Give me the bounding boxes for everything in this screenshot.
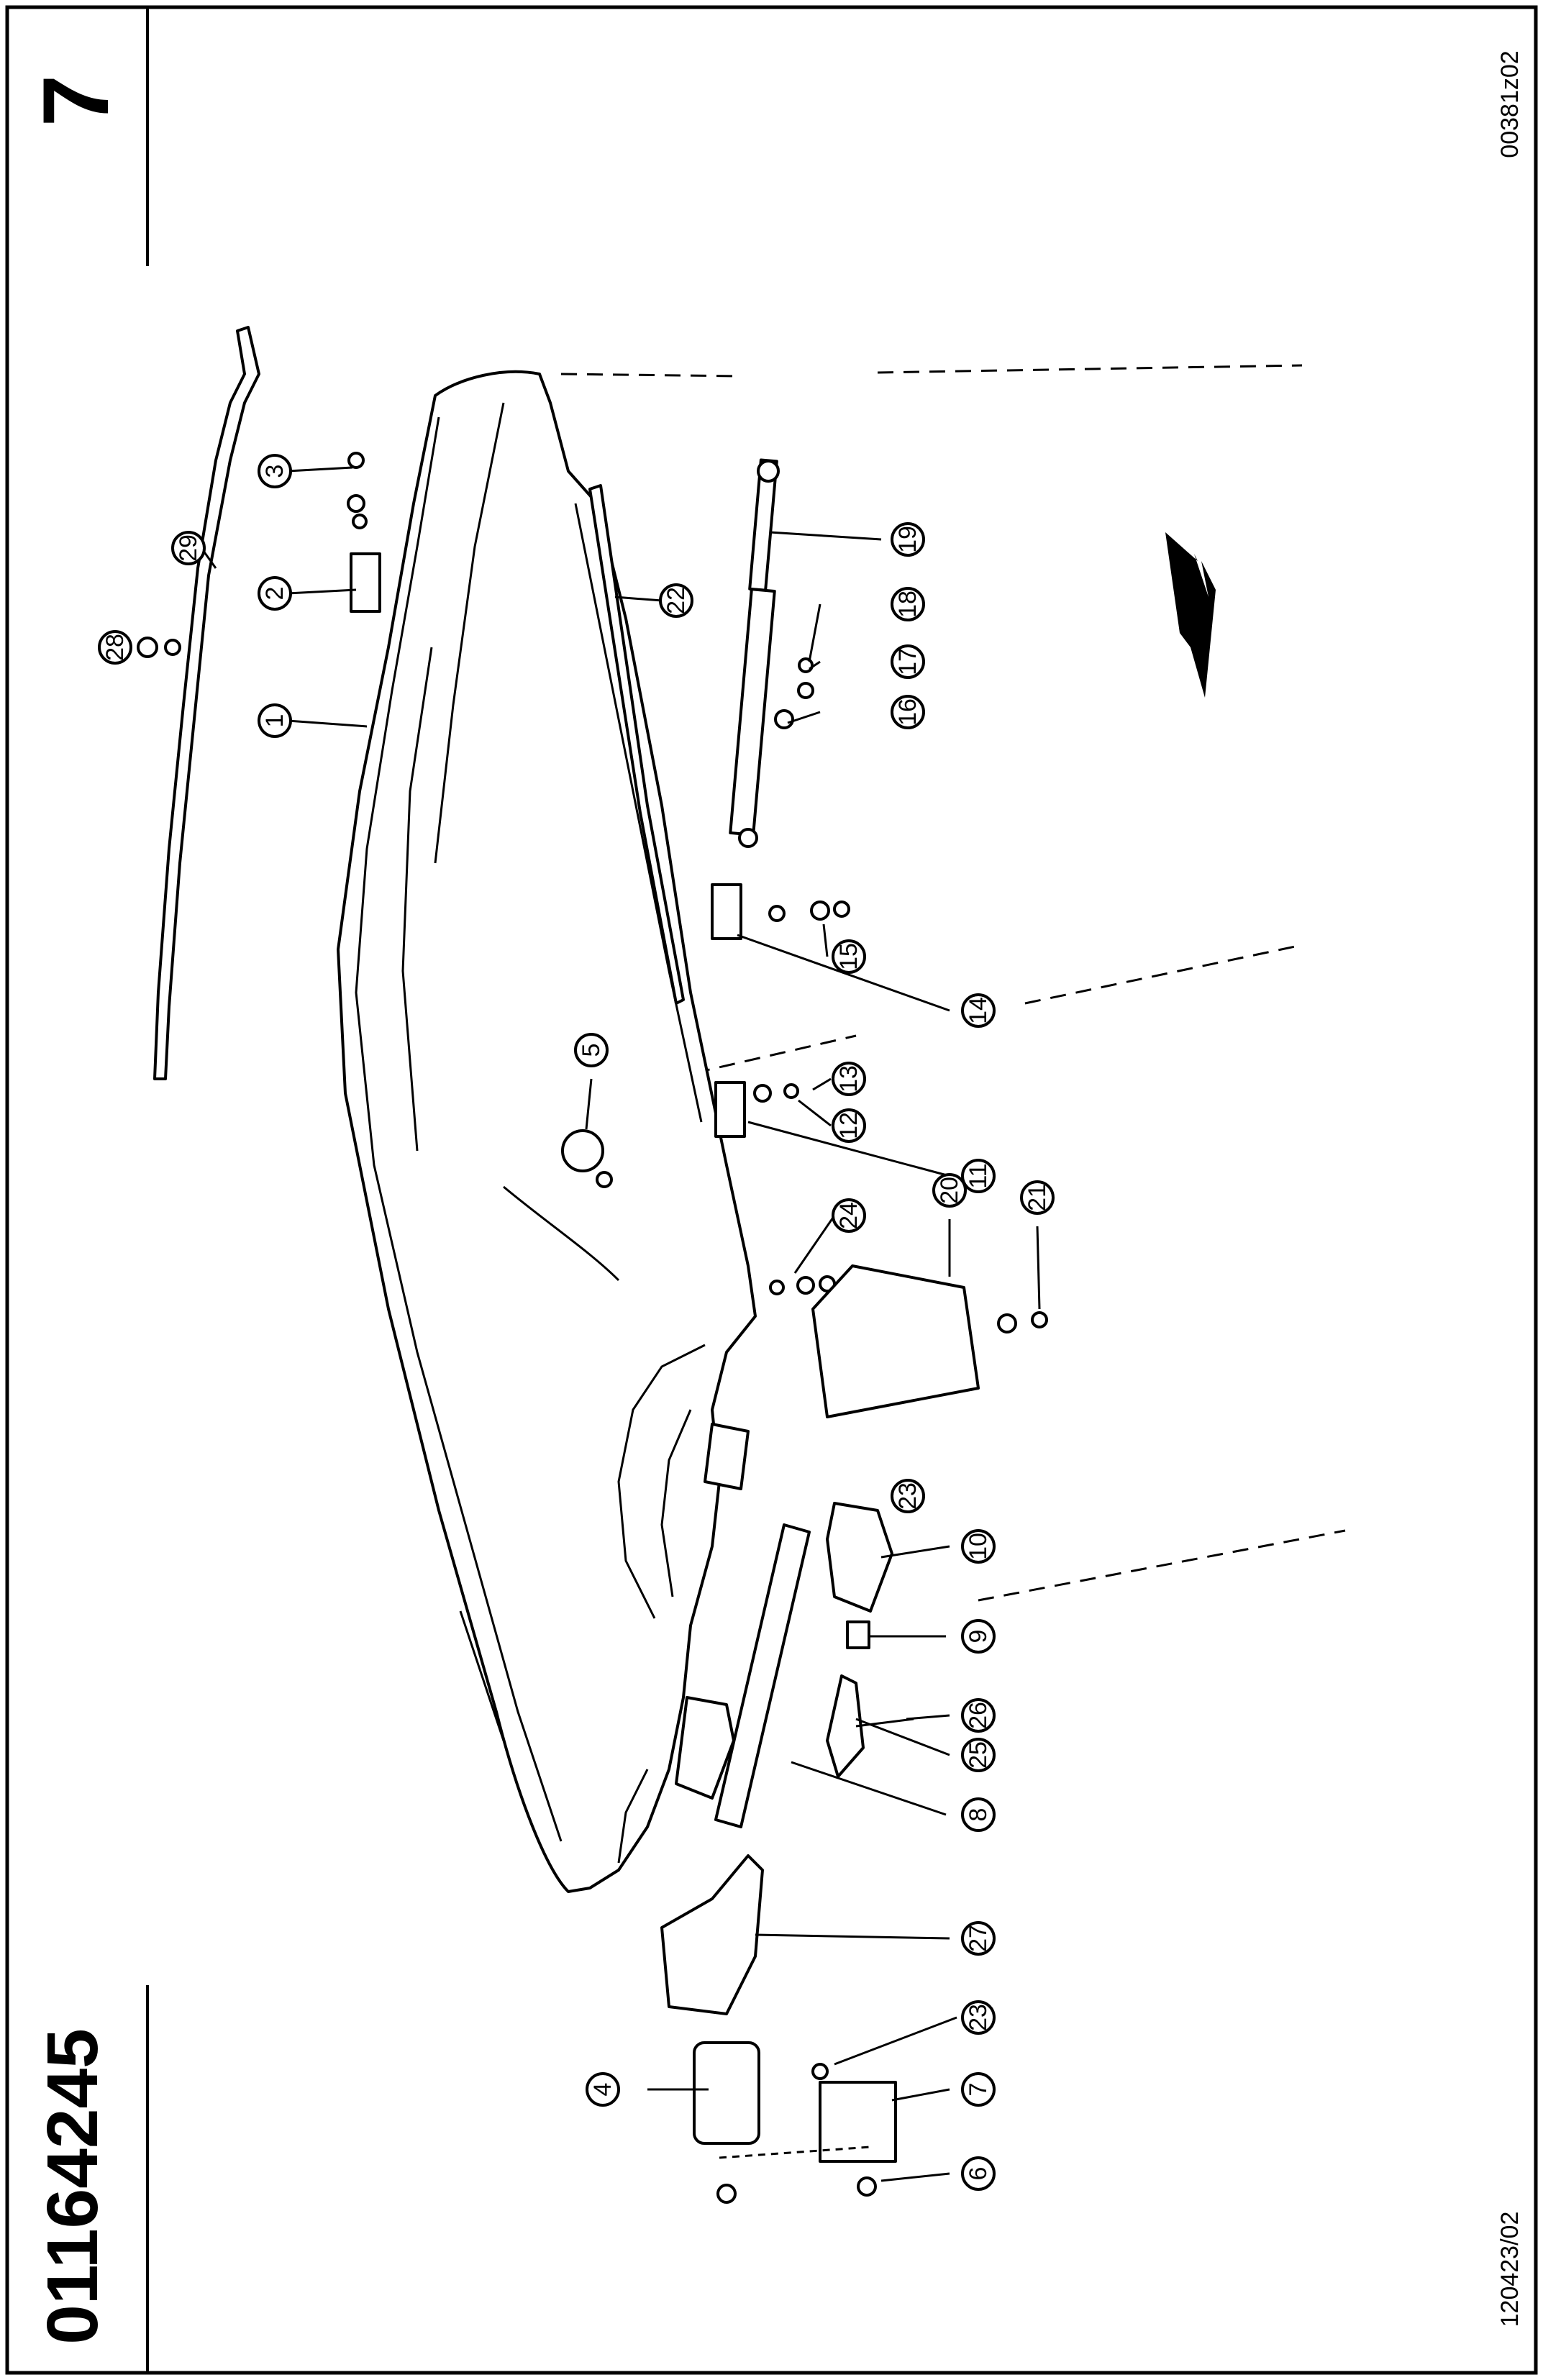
lamp-assembly [826,1502,914,1778]
callout-6: 6 [961,2156,996,2191]
callout-15: 15 [832,939,866,974]
callout-label: 16 [894,698,921,726]
callout-28: 28 [98,630,132,665]
callout-12: 12 [832,1108,866,1143]
callout-label: 26 [965,1702,992,1729]
callout-18: 18 [891,587,925,621]
page-number: 7 [23,75,128,127]
callout-label: 4 [589,2083,616,2097]
callout-label: 21 [1024,1184,1051,1211]
access-panel [811,1264,980,1418]
callout-label: 23 [965,2004,992,2031]
callout-label: 3 [261,465,288,478]
callout-20: 20 [932,1173,967,1208]
callout-label: 9 [965,1630,992,1643]
callout-label: 25 [965,1741,992,1769]
callout-23-lower: 23 [961,2000,996,2035]
gas-strut [729,458,780,848]
callout-label: 29 [175,534,202,562]
callout-26: 26 [961,1698,996,1733]
callout-label: 13 [835,1065,862,1093]
callout-13: 13 [832,1062,866,1096]
direction-arrow [1165,532,1216,698]
callout-27: 27 [961,1921,996,1956]
body-shell [337,370,757,1893]
callout-label: 27 [965,1925,992,1952]
callout-label: 24 [835,1202,862,1229]
callout-22: 22 [659,583,693,618]
callout-21: 21 [1020,1180,1055,1215]
callout-label: 5 [578,1044,605,1057]
callout-8: 8 [961,1797,996,1832]
callout-25: 25 [961,1738,996,1772]
trim-bar [153,326,260,1080]
callout-label: 18 [894,591,921,618]
part-number: 01164245 [32,2028,113,2344]
callout-label: 8 [965,1808,992,1822]
callout-label: 10 [965,1533,992,1560]
callout-label: 1 [261,714,288,728]
callout-29: 29 [171,531,206,565]
callout-label: 11 [965,1163,992,1188]
callout-11: 11 [961,1159,996,1193]
callout-label: 23 [894,1482,921,1510]
callout-label: 19 [894,526,921,553]
callout-23-upper: 23 [891,1479,925,1513]
callout-label: 17 [894,648,921,675]
callout-label: 14 [965,997,992,1024]
doc-code: 120423/02 [1496,2212,1524,2327]
callout-label: 22 [663,587,690,614]
callout-2: 2 [258,576,292,611]
callout-16: 16 [891,695,925,729]
reflective-panel [714,1523,811,1828]
callout-10: 10 [961,1529,996,1564]
callout-19: 19 [891,522,925,557]
callout-label: 2 [261,587,288,601]
callout-label: 6 [965,2167,992,2181]
callout-label: 20 [936,1177,963,1204]
callout-3: 3 [258,454,292,488]
drawing-code: 00381z02 [1496,50,1524,158]
callout-label: 7 [965,2083,992,2097]
callout-5: 5 [574,1033,609,1067]
scoop-housing [660,1854,764,2015]
lamp-and-plate [693,2041,897,2204]
page-border [5,5,1538,2375]
callout-4: 4 [586,2072,620,2107]
callout-14: 14 [961,993,996,1028]
callout-17: 17 [891,644,925,679]
callout-label: 28 [101,634,129,661]
callout-24: 24 [832,1198,866,1233]
callout-label: 15 [835,943,862,970]
callout-1: 1 [258,703,292,738]
callout-7: 7 [961,2072,996,2107]
callout-label: 12 [835,1112,862,1139]
callout-9: 9 [961,1619,996,1654]
